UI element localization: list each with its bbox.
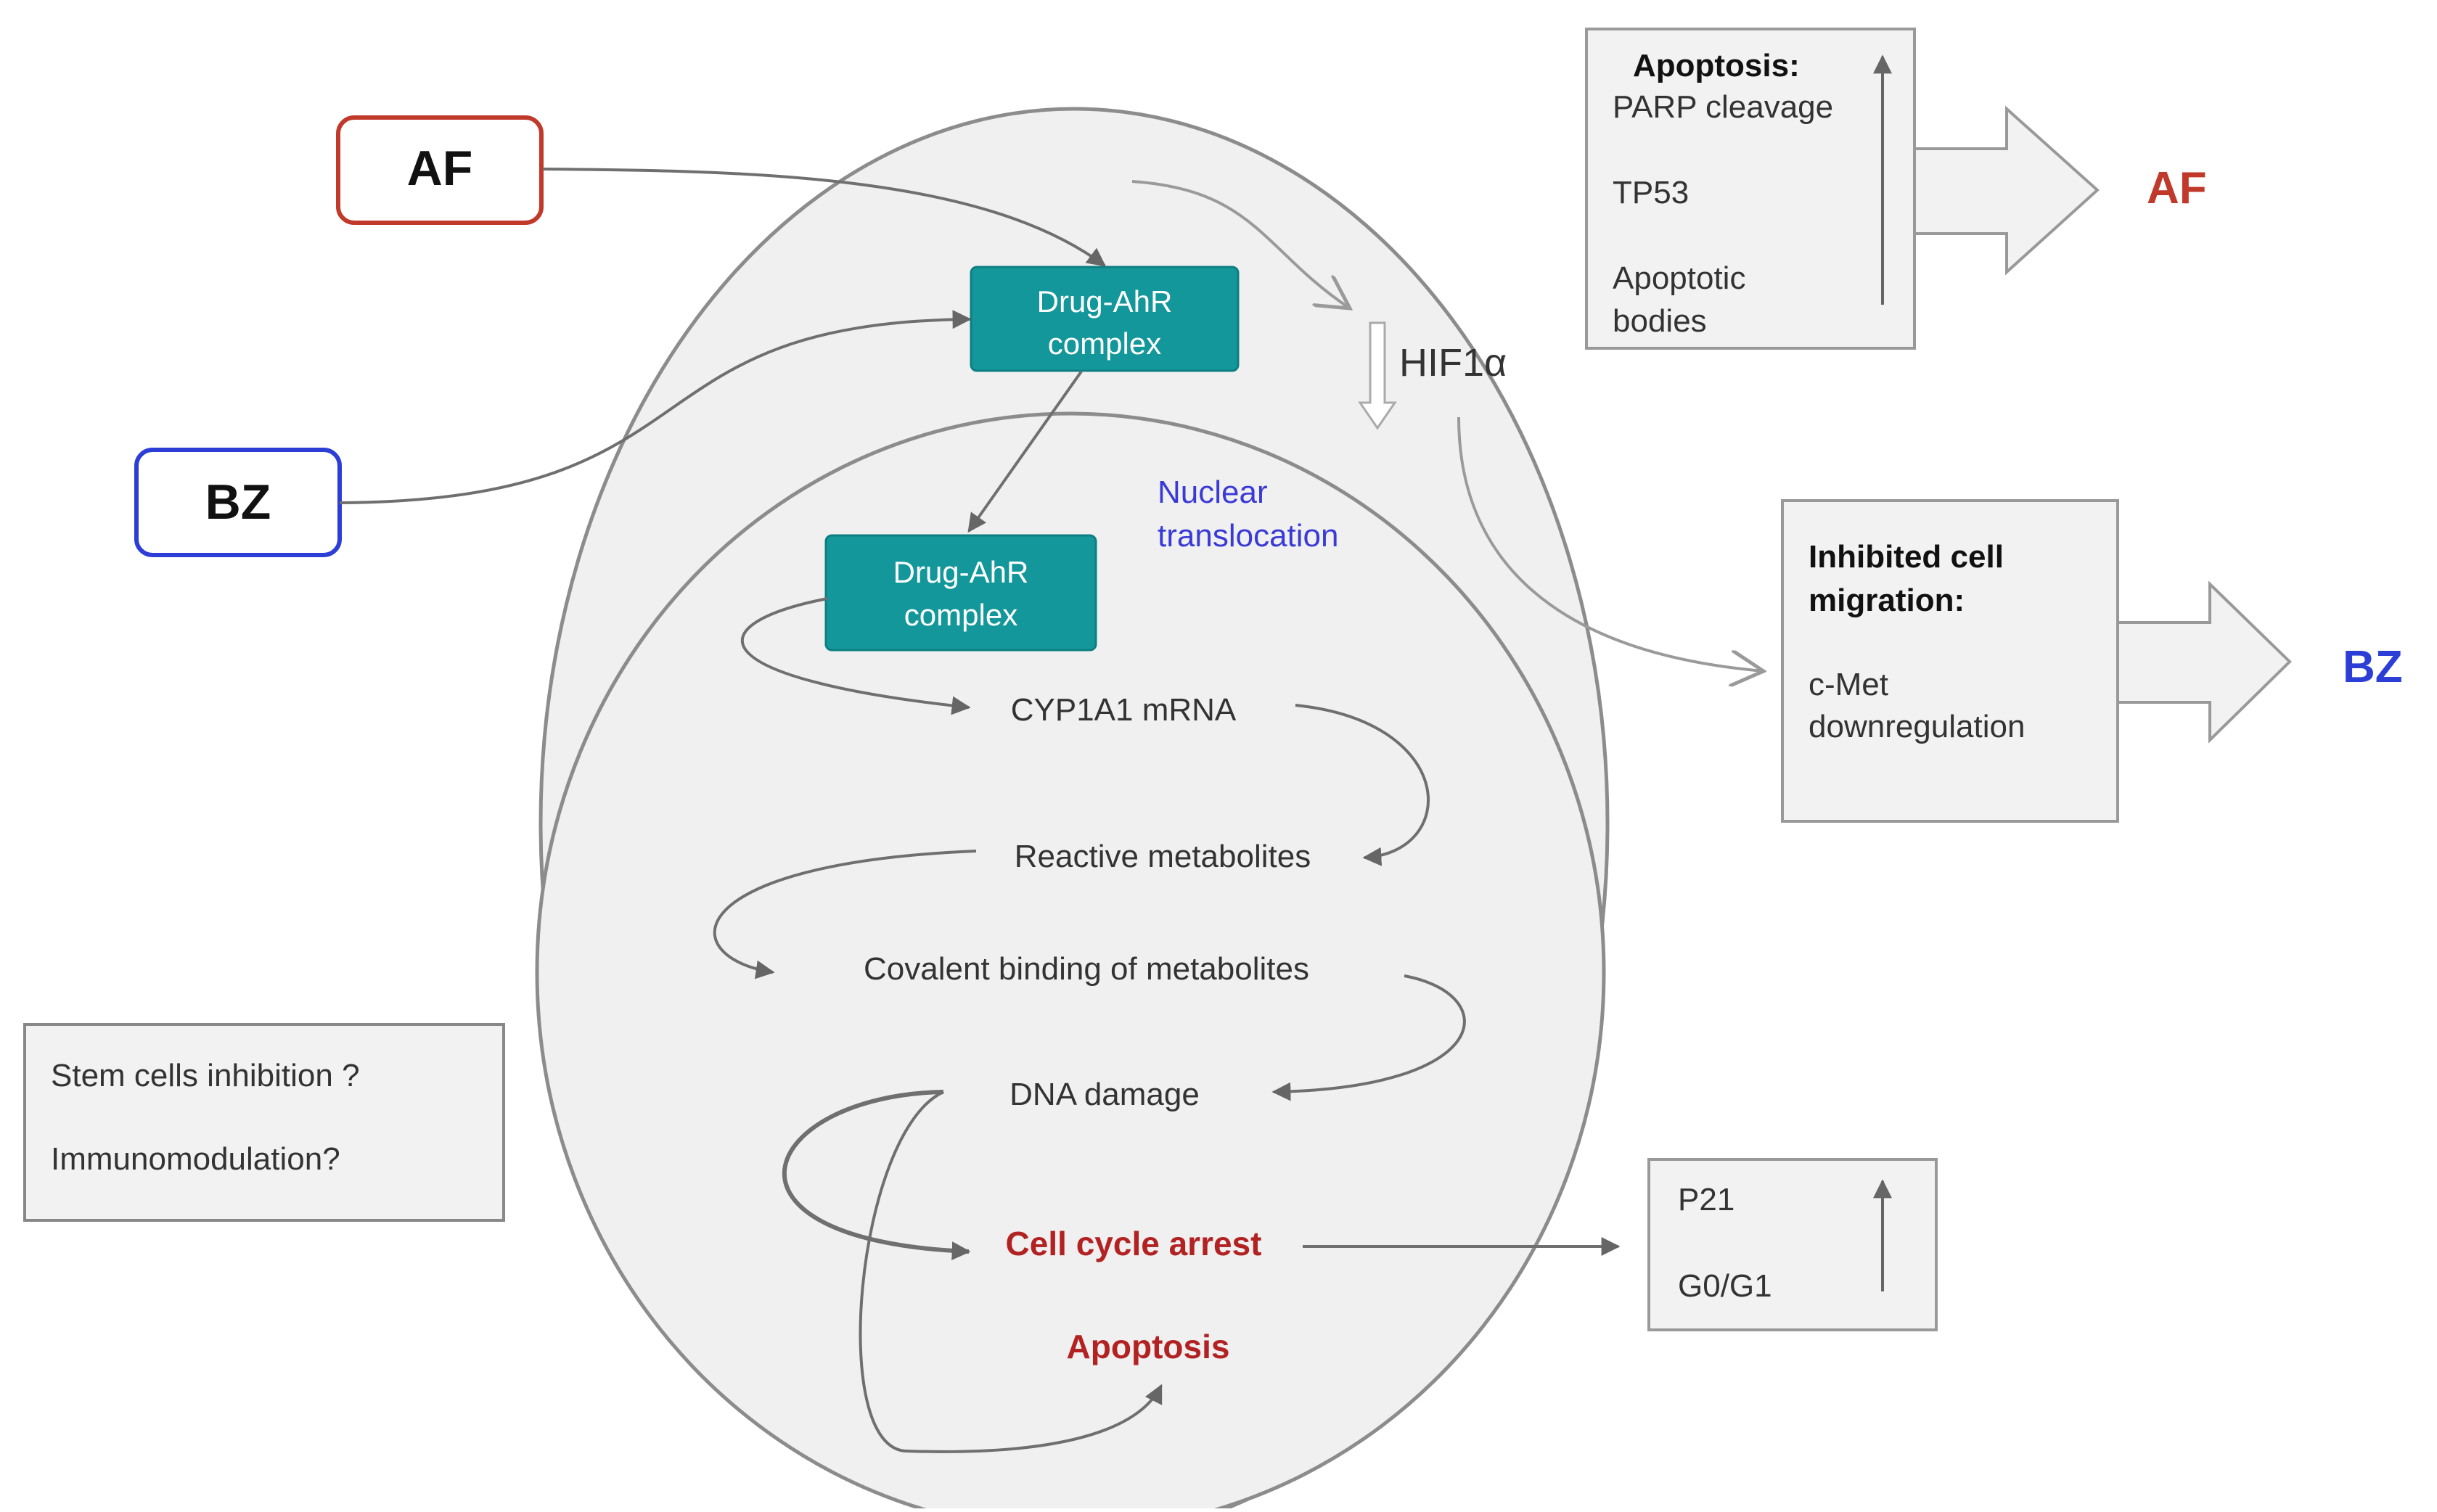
complex-to-nucleus-arrow [967,370,1083,533]
stem-cells-line2: Immunomodulation? [51,1141,340,1177]
cycle-item-p21: P21 [1678,1182,1734,1217]
apoptosis-info-title: Apoptosis: [1633,48,1800,83]
af-drug-label: AF [407,141,473,196]
af-drug-box [336,115,544,225]
complex-cytoplasm-line2: complex [1048,326,1161,361]
bz-to-complex-arrow [339,310,972,504]
dna-to-apoptosis-arrow [859,1090,1163,1453]
stem-cells-box [23,1023,505,1222]
apoptosis-info-box [1585,28,1916,350]
cyp1a1-mrna: CYP1A1 mRNA [1011,692,1237,728]
stem-cells-line1: Stem cells inhibition ? [51,1058,360,1093]
nuclear-translocation-line2: translocation [1158,518,1338,554]
covalent-to-dna-arrow [1271,974,1466,1101]
apoptosis-nucleus: Apoptosis [1067,1328,1230,1365]
apoptosis-item-tp53: TP53 [1613,175,1689,210]
af-outcome-block-arrow [1913,105,2100,276]
hif1a-down-arrow [1358,321,1397,430]
reactive-to-covalent-arrow [713,850,977,979]
cycle-item-g0g1: G0/G1 [1678,1268,1772,1304]
cyp-to-reactive-arrow [1295,704,1430,866]
bz-outcome-block-arrow [2116,580,2292,744]
dna-to-arrest-arrow [782,1090,971,1261]
complex-nucleus-line1: Drug-AhR [893,555,1029,589]
outcome-connectors [1131,180,1764,671]
complex-to-cyp-arrow [740,597,971,715]
af-outcome-label: AF [2147,163,2207,213]
dna-damage: DNA damage [1009,1077,1200,1112]
connectors [339,168,1621,1453]
apoptosis-item-apoptotic: Apoptotic [1613,260,1745,296]
apoptosis-item-parp: PARP cleavage [1613,89,1833,125]
covalent-binding: Covalent binding of metabolites [864,951,1309,987]
apoptosis-item-bodies: bodies [1613,303,1707,339]
complex-cytoplasm-line1: Drug-AhR [1037,284,1173,319]
nuclear-translocation-line1: Nuclear [1158,474,1268,510]
drug-ahr-complex-nucleus [824,534,1097,652]
bz-outcome-label: BZ [2343,642,2403,692]
hif-to-migration-open-arrow [1457,416,1764,671]
reactive-metabolites: Reactive metabolites [1015,839,1311,874]
af-to-complex-arrow [542,168,1107,267]
nucleus [535,411,1606,1512]
migration-title-line2: migration: [1809,583,1965,618]
cell-cycle-arrest: Cell cycle arrest [1006,1225,1262,1262]
migration-title-line1: Inhibited cell [1809,539,2004,575]
af-to-hif-open-arrow [1131,180,1350,308]
migration-item-cmet: c-Met [1809,667,1888,702]
bz-drug-label: BZ [205,474,271,530]
migration-item-downregulation: downregulation [1809,709,2025,744]
complex-nucleus-line2: complex [904,598,1017,632]
hif1a-label: HIF1α [1399,341,1507,385]
